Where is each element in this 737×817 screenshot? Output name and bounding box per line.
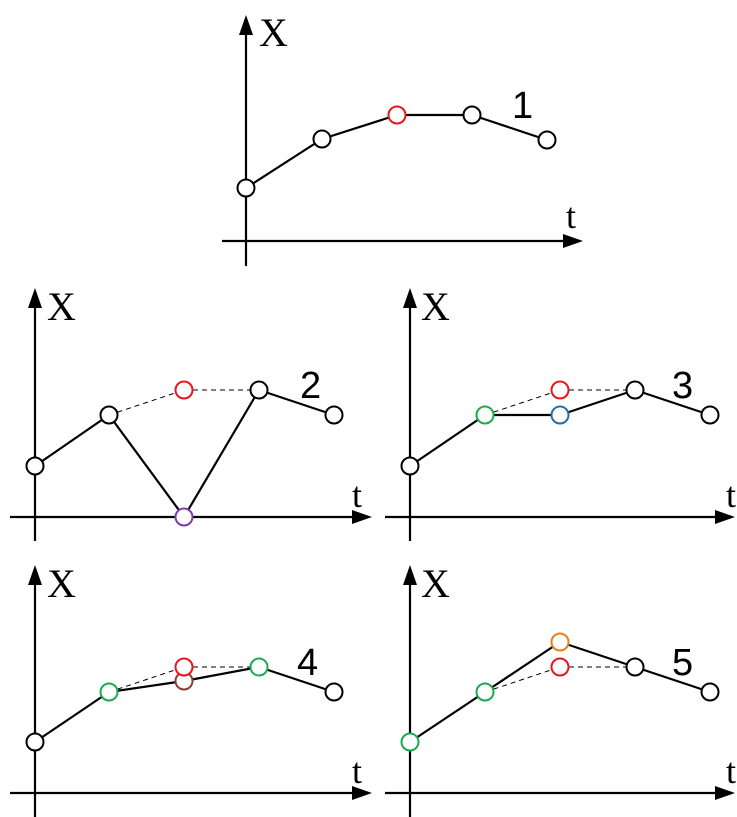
horizontal-axis-arrow-icon [563,234,583,248]
horizontal-axis-arrow-icon [715,786,735,800]
reference-segment [484,666,561,693]
panel-number-label: 5 [672,642,693,684]
trajectory-point [400,732,420,752]
horizontal-axis-label: t [352,475,362,515]
trajectory-point [236,178,256,198]
trajectory-segment [108,414,185,518]
panel-number-label: 4 [297,642,318,684]
trajectory-segment [409,691,486,743]
trajectory-segment [245,138,323,189]
trajectory-segment [634,665,711,694]
trajectory-point [537,130,557,150]
vertical-axis-arrow-icon [28,288,42,308]
panel-5: Xt 5 [385,561,736,817]
vertical-axis-arrow-icon [239,15,253,35]
horizontal-axis-arrow-icon [352,786,372,800]
trajectory-point [700,682,720,702]
reference-segment [108,389,185,416]
trajectory-segment [559,388,636,417]
horizontal-axis-label: t [352,751,362,791]
trajectory-point [324,405,344,425]
trajectory-segment [34,691,110,743]
panel-4: Xt 4 [10,561,372,817]
panel-3: Xt 3 [385,284,736,541]
trajectory-segment [183,389,260,518]
trajectory-segment [183,665,260,683]
trajectory-point [99,682,119,702]
trajectory-point [312,129,332,149]
vertical-axis-arrow-icon [403,288,417,308]
vertical-axis-label: X [421,561,450,606]
trajectory-segment [409,414,486,467]
panel-number-label: 2 [300,365,321,407]
trajectory-point [249,657,269,677]
trajectory-point [462,105,482,125]
trajectory-point [550,380,570,400]
trajectory-segment [634,388,711,417]
reference-segment [108,666,185,693]
trajectory-segment [258,388,335,417]
trajectory-point [25,732,45,752]
horizontal-axis-label: t [726,475,736,515]
trajectory-point [550,657,570,677]
horizontal-axis-label: t [566,196,576,236]
panel-number-label: 3 [672,365,693,407]
trajectory-point [99,405,119,425]
trajectory-segment [559,640,636,669]
vertical-axis-label: X [259,10,288,55]
vertical-axis-label: X [421,284,450,329]
trajectory-point [324,682,344,702]
trajectory-point [475,682,495,702]
panel-number-label: 1 [512,85,533,127]
trajectory-segment [34,414,110,467]
vertical-axis-label: X [47,561,76,606]
trajectory-point [174,380,194,400]
panel-2: Xt 2 [10,284,372,541]
trajectory-point [550,632,570,652]
trajectory-point [25,456,45,476]
vertical-axis-arrow-icon [28,565,42,585]
trajectory-point [625,657,645,677]
horizontal-axis-label: t [726,751,736,791]
trajectory-segment [258,665,335,694]
trajectory-point [174,507,194,527]
trajectory-point [475,405,495,425]
trajectory-point [174,657,194,677]
trajectory-point [625,380,645,400]
trajectory-segment [484,641,561,693]
trajectory-point [400,456,420,476]
horizontal-axis-arrow-icon [352,510,372,524]
vertical-axis-arrow-icon [403,565,417,585]
reference-segment [484,389,561,416]
horizontal-axis-arrow-icon [715,510,735,524]
vertical-axis-label: X [47,284,76,329]
trajectory-point [550,405,570,425]
trajectory-point [387,105,407,125]
trajectory-point [249,380,269,400]
trajectory-point [700,405,720,425]
trajectory-segment [321,113,398,141]
panel-1: Xt 1 [222,10,583,266]
trajectory-segment [108,679,185,694]
trajectory-segment [471,113,548,142]
